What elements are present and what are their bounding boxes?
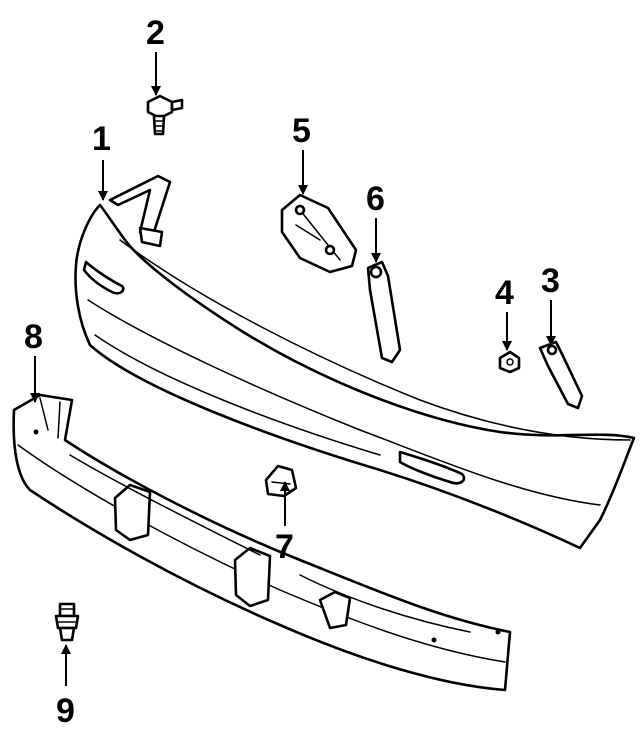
bolt-part-2 [146,94,184,136]
callout-8: 8 [24,318,43,356]
callout-4: 4 [495,274,514,312]
callout-1: 1 [92,120,111,158]
clip-part-7 [264,464,298,498]
callout-3: 3 [541,262,560,300]
bumper-cover [74,174,636,550]
callout-2: 2 [146,14,165,52]
leader-lines [30,52,556,686]
callout-7: 7 [275,528,294,566]
callout-6: 6 [366,180,385,218]
callout-5: 5 [292,112,311,150]
bracket-part-3 [538,340,584,410]
support-part-6 [366,260,402,364]
bumper-valance [12,393,512,692]
fastener-part-9 [54,602,80,642]
bracket-part-5 [280,193,358,274]
nut-part-4 [498,350,521,374]
callout-9: 9 [56,692,75,730]
